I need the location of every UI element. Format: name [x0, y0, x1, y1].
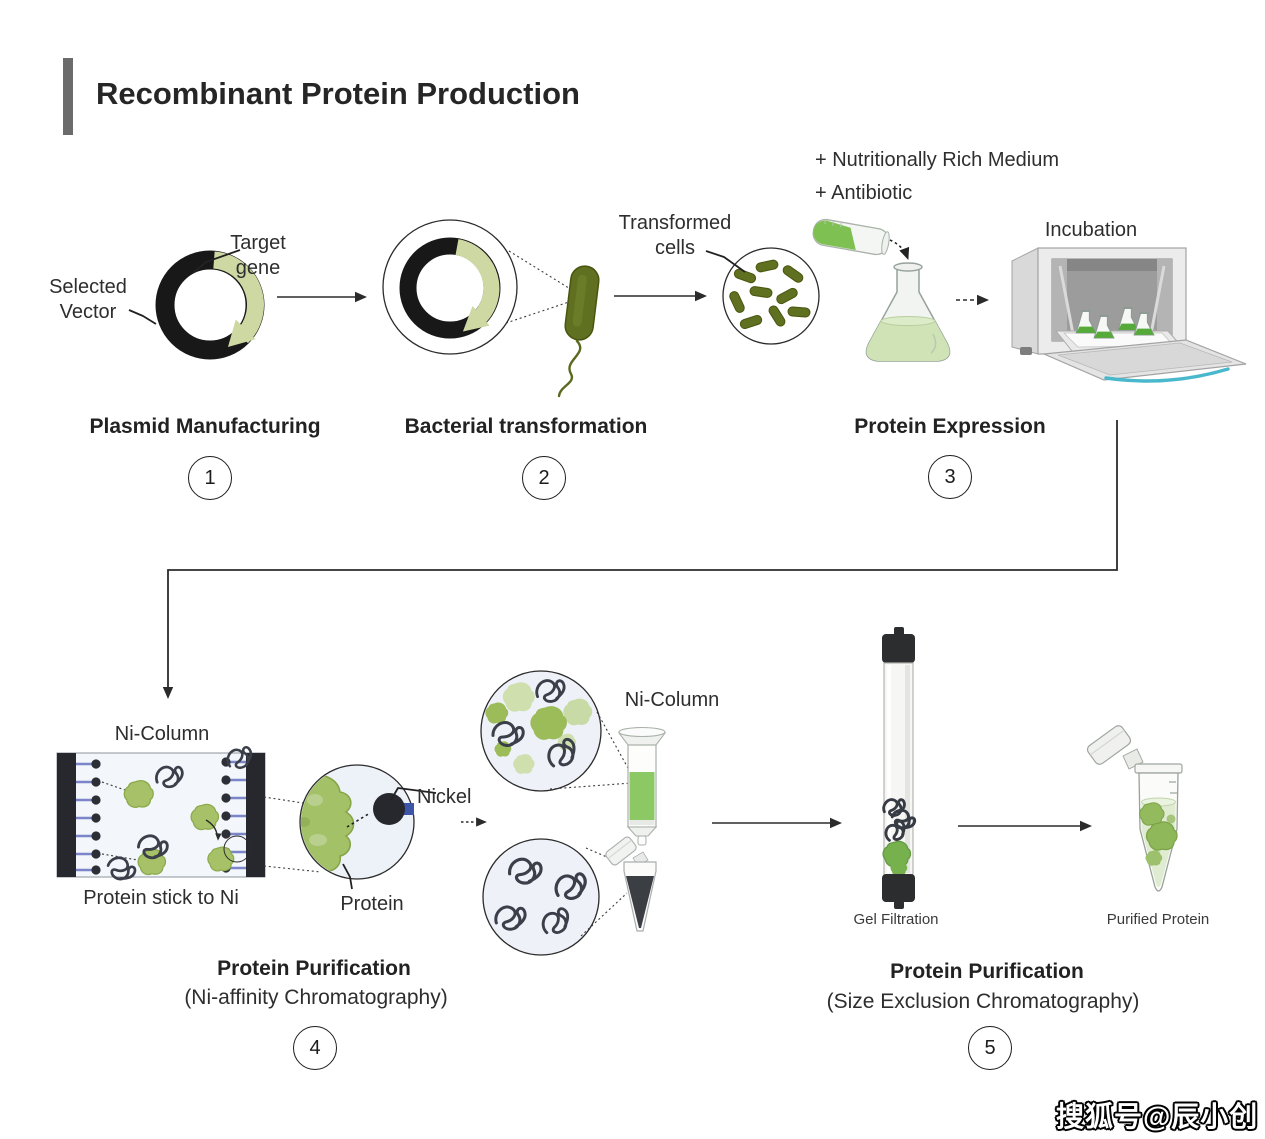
elbow-connector-step3-step4 [162, 420, 1118, 699]
step5-number-badge: 5 [968, 1026, 1012, 1070]
step4-title: Protein Purification [217, 957, 411, 980]
target-gene-label: Target gene [230, 232, 286, 279]
nickel-bead [373, 793, 405, 825]
rich-medium-label: + Nutritionally Rich Medium [815, 149, 1059, 171]
medium-tube-icon [812, 218, 890, 256]
flow-arrows [162, 290, 1118, 832]
box-zoom-dotted-lines [263, 796, 322, 873]
step5-title: Protein Purification [890, 960, 1084, 983]
step2-number-badge: 2 [522, 456, 566, 500]
purified-protein-label: Purified Protein [1106, 911, 1210, 928]
incubator-icon [1011, 247, 1247, 383]
page-title: Recombinant Protein Production [96, 76, 580, 111]
step1-title: Plasmid Manufacturing [89, 415, 321, 438]
plasmid-zoom-circle-icon [382, 219, 573, 355]
gel-filtration-label: Gel Filtration [853, 911, 939, 928]
arrow-step4-step5 [712, 817, 842, 829]
ni-column-box-icon [56, 744, 266, 887]
transformed-cells-circle-icon [705, 247, 820, 345]
arrow-nickel-zoom [461, 817, 487, 827]
step2-number: 2 [538, 466, 550, 489]
gel-filtration-column-icon [881, 627, 918, 909]
pour-arrow [889, 239, 914, 262]
protein-label: Protein [340, 893, 404, 915]
arrow-flask-incubator [956, 294, 989, 306]
waste-tube-icon [605, 836, 657, 932]
transformed-cells-label: Transformed cells [618, 212, 732, 259]
culture-flask-icon [865, 262, 951, 362]
step1-number-badge: 1 [188, 456, 232, 500]
waste-tube-dotted-lines [580, 847, 628, 937]
arrow-step2-step3 [614, 290, 707, 302]
step4-number-badge: 4 [293, 1026, 337, 1070]
step5-subtitle: (Size Exclusion Chromatography) [826, 990, 1140, 1013]
ni-column-tube-label: Ni-Column [624, 689, 720, 711]
mixture-zoom-circle-icon [480, 670, 602, 792]
step3-number: 3 [944, 465, 956, 488]
arrow-step1-step2 [277, 291, 367, 303]
bacterium-icon [557, 265, 600, 398]
waste-zoom-circle-icon [482, 838, 600, 956]
nickel-zoom-circle-icon [299, 764, 437, 890]
arrow-gel-purified [958, 820, 1092, 832]
incubation-label: Incubation [1044, 219, 1138, 241]
ni-column-box-label: Ni-Column [114, 723, 210, 745]
selected-vector-label: Selected Vector [49, 276, 127, 323]
step5-number: 5 [984, 1036, 996, 1059]
ni-column-tube-icon [617, 726, 667, 846]
antibiotic-label: + Antibiotic [815, 182, 913, 204]
nickel-label: Nickel [417, 786, 472, 808]
protein-stick-label: Protein stick to Ni [83, 887, 239, 909]
step4-number: 4 [309, 1036, 321, 1059]
step2-title: Bacterial transformation [404, 415, 648, 438]
purified-protein-tube-icon [1086, 725, 1183, 892]
nickel-stem [403, 803, 414, 815]
step3-title: Protein Expression [854, 415, 1046, 438]
step3-number-badge: 3 [928, 455, 972, 499]
title-accent-bar [63, 58, 73, 135]
watermark-text: 搜狐号@辰小创 [1056, 1101, 1259, 1132]
step1-number: 1 [204, 466, 216, 489]
step4-subtitle: (Ni-affinity Chromatography) [184, 986, 448, 1009]
step1-leader-lines [128, 249, 241, 325]
